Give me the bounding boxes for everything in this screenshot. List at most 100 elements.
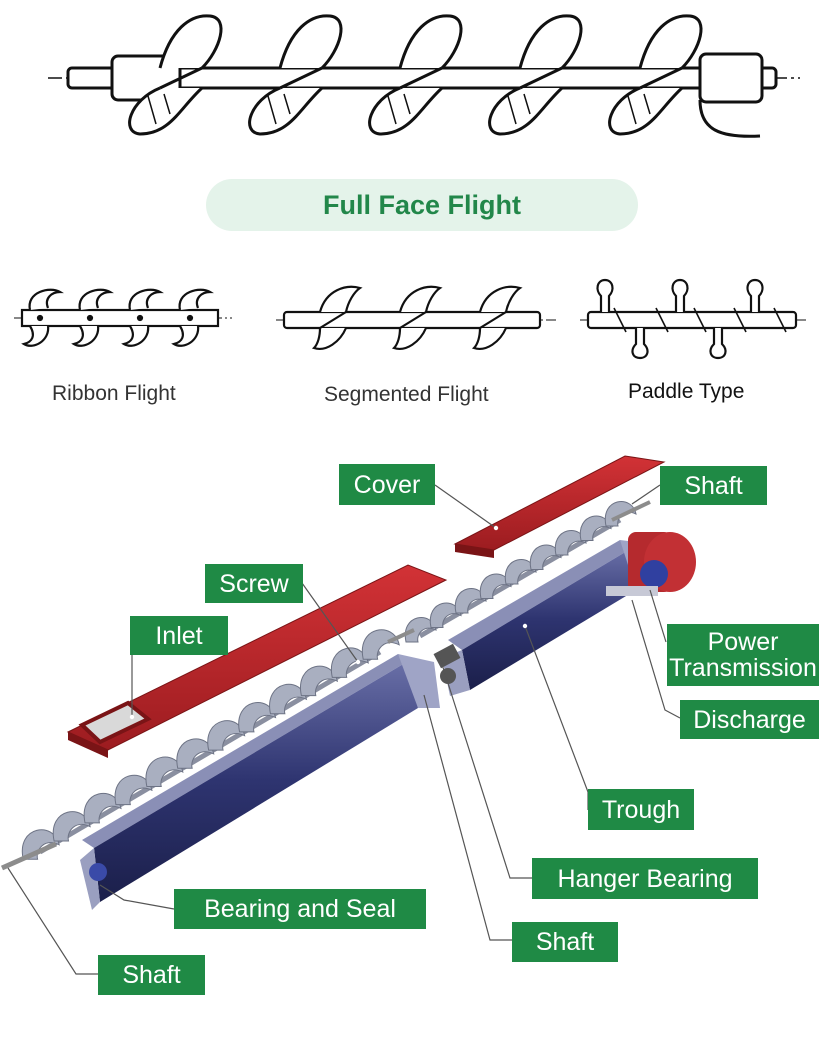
flight-upper-lobe [278, 14, 343, 70]
screw-flight [504, 559, 537, 585]
screw-flight [404, 617, 437, 643]
flight-lower-lobe [128, 86, 204, 136]
flight-lower-lobe [488, 86, 564, 136]
flight-upper-lobe [398, 14, 463, 70]
flight-upper-lobe [518, 14, 583, 70]
paddle-bottom [631, 328, 649, 360]
left-shaft-stub [0, 841, 58, 871]
paddle-type-illustration [580, 278, 808, 360]
segment-crossing [319, 311, 347, 329]
ribbon-bolt [86, 314, 94, 322]
label-shaft-top: Shaft [660, 466, 767, 505]
segment-bottom [311, 327, 348, 350]
paddle-type-caption: Paddle Type [628, 380, 745, 403]
right-hub-base [698, 99, 761, 138]
ribbon-turn-bottom [21, 325, 50, 347]
label-inlet: Inlet [130, 616, 228, 655]
ribbon-turn-bottom [171, 325, 200, 347]
drive-unit [606, 532, 696, 596]
paddle-clamp [693, 307, 707, 333]
screw-flight [300, 665, 339, 697]
screw-flight [454, 588, 487, 614]
screw-conveyor-exploded-view [0, 455, 696, 975]
leader-dots [129, 525, 528, 720]
segmented-flight-caption: Segmented Flight [324, 383, 489, 406]
ribbon-bolt [136, 314, 144, 322]
left-trough [80, 654, 440, 910]
label-power-transmission: Power Transmission [667, 624, 819, 686]
ribbon-turn-top [28, 288, 64, 311]
full-face-flight-title: Full Face Flight [206, 179, 638, 231]
flight-crossing [639, 66, 683, 90]
screw-flight [269, 683, 308, 715]
flight-lower-lobe [248, 86, 324, 136]
middle-shaft-stub [387, 628, 415, 644]
screw-flight [52, 811, 91, 842]
screw-flight [554, 530, 587, 556]
paddle-bottom [709, 328, 727, 360]
flight-shading [387, 93, 411, 125]
flight-shading [627, 93, 651, 125]
segment-top [478, 285, 523, 313]
flight-crossing [159, 66, 203, 90]
screw-flight [330, 647, 369, 678]
screw-flight [207, 720, 246, 751]
flight-lower-lobe [608, 86, 684, 136]
screw-flight [361, 629, 400, 660]
label-trough: Trough [588, 789, 694, 830]
ribbon-bolt [36, 314, 44, 322]
screw-flight [176, 738, 215, 769]
paddle-clamp [733, 307, 747, 333]
left-screw [21, 629, 400, 860]
hanger-bearing-part [433, 643, 461, 669]
flight-upper-lobe [638, 14, 703, 70]
label-hanger-bearing: Hanger Bearing [532, 858, 758, 899]
label-cover: Cover [339, 464, 435, 505]
flight-shading [147, 93, 171, 125]
segment-top [398, 285, 443, 313]
right-hub [698, 52, 764, 104]
screw-flight [479, 573, 512, 599]
flight-shading [507, 93, 531, 125]
ribbon-turn-bottom [121, 325, 150, 347]
paddle-clamp [655, 307, 669, 333]
label-shaft-middle: Shaft [512, 922, 618, 962]
screw-flight [238, 702, 277, 733]
flight-upper-lobe [158, 14, 223, 70]
ribbon-turn-top [78, 288, 114, 311]
segment-bottom [391, 327, 428, 350]
segment-crossing [479, 311, 507, 329]
screw-flight [579, 515, 612, 541]
full-face-flight-drawing [48, 14, 800, 138]
flight-lower-lobe [368, 86, 444, 136]
screw-flight [114, 774, 153, 806]
screw-flight [83, 792, 122, 824]
screw-flight [529, 544, 562, 570]
inlet-opening [78, 700, 152, 745]
ribbon-turn-bottom [71, 325, 100, 347]
paddle-top [671, 278, 689, 312]
segment-top [318, 285, 363, 313]
segment-crossing [399, 311, 427, 329]
paddle-clamp [773, 307, 787, 333]
label-screw: Screw [205, 564, 303, 603]
ribbon-flight-illustration [14, 288, 232, 347]
screw-flight [429, 602, 462, 628]
top-shaft-stub [611, 500, 651, 522]
segment-bottom [471, 327, 508, 350]
right-cover [453, 455, 666, 558]
segmented-flight-illustration [276, 285, 556, 350]
paddle-clamp [613, 307, 627, 333]
ribbon-turn-top [178, 288, 214, 311]
flight-types-drawing [14, 278, 808, 360]
label-discharge: Discharge [680, 700, 819, 739]
ribbon-flight-caption: Ribbon Flight [52, 382, 176, 405]
flight-crossing [519, 66, 563, 90]
flight-shading [267, 93, 291, 125]
label-bearing-and-seal: Bearing and Seal [174, 889, 426, 929]
ribbon-bolt [186, 314, 194, 322]
paddle-top [596, 278, 614, 312]
flight-crossing [399, 66, 443, 90]
flight-crossing [279, 66, 323, 90]
ribbon-turn-top [128, 288, 164, 311]
